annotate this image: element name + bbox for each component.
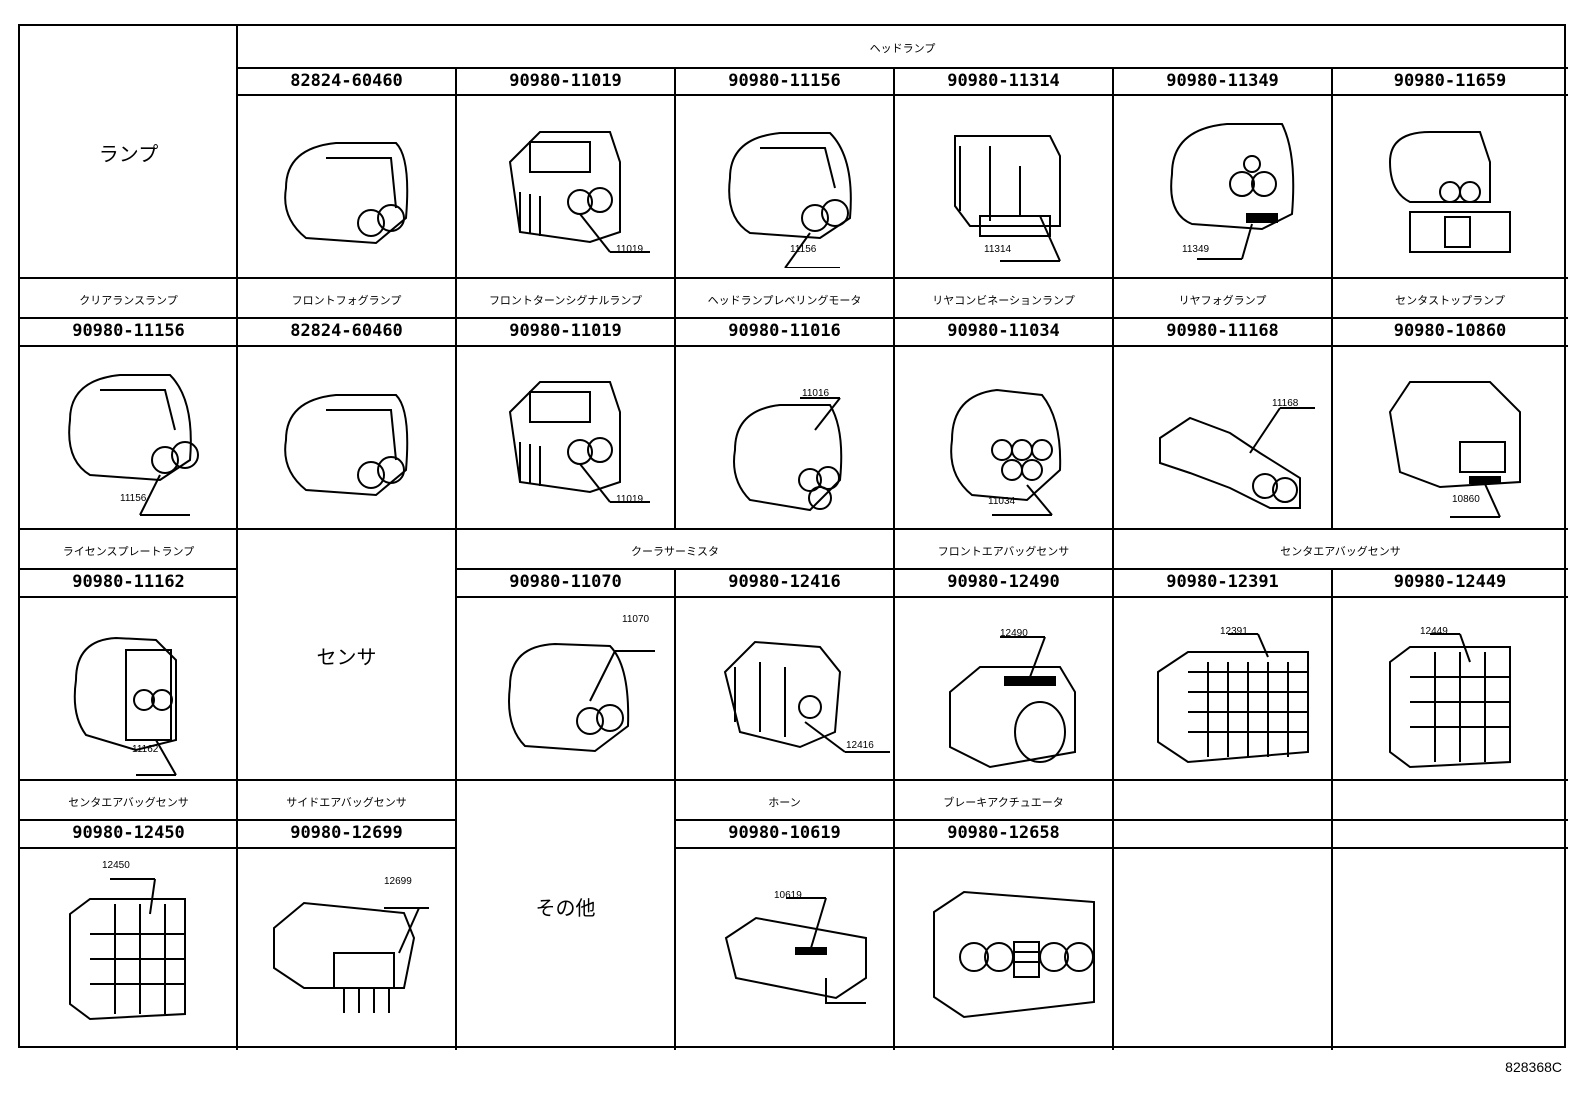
connector-illustration [724, 897, 867, 1004]
callout-label: 12450 [102, 860, 130, 871]
category-rear-combination-lamp: リヤコンビネーションランプ [932, 294, 1075, 307]
category-center-airbag-sensor-2: センタエアバッグセンサ [68, 796, 189, 809]
connector-illustration [933, 890, 1095, 1019]
part-number: 90980-12699 [290, 823, 403, 843]
callout-label: 11156 [790, 244, 817, 255]
category-cooler-thermistor: クーラサーミスタ [631, 545, 719, 558]
connector-illustration [69, 878, 186, 1021]
part-number: 90980-11168 [1166, 321, 1279, 341]
diagram-code: 828368C [1505, 1059, 1562, 1075]
row-label-other: その他 [535, 896, 596, 920]
connector-illustration [508, 642, 655, 753]
connector-illustration [284, 394, 409, 497]
connector-illustration [949, 636, 1076, 769]
category-front-fog-lamp: フロントフォグランプ [291, 294, 402, 307]
connector-chart: ランプ センサ その他 ヘッドランプ クリアランスランプ フロントフォグランプ … [18, 24, 1568, 1050]
part-number: 90980-11016 [728, 321, 841, 341]
connector-illustration [1170, 123, 1295, 260]
part-number: 90980-12490 [947, 572, 1060, 592]
category-leveling-motor: ヘッドランプレベリングモータ [707, 294, 862, 307]
callout-label: 11016 [802, 388, 830, 399]
part-number: 90980-11659 [1393, 71, 1507, 91]
callout-label: 11034 [988, 496, 1016, 507]
category-front-turn-signal: フロントターンシグナルランプ [488, 294, 643, 307]
part-number: 90980-11034 [947, 321, 1060, 341]
category-center-stop-lamp: センタストップランプ [1395, 294, 1505, 307]
category-brake-actuator: ブレーキアクチュエータ [943, 796, 1064, 809]
callout-label: 12416 [846, 740, 874, 751]
part-number: 90980-11349 [1166, 71, 1279, 91]
category-license-plate-lamp: ライセンスプレートランプ [62, 545, 195, 558]
table-grid [20, 26, 1568, 1050]
callout-label: 12449 [1420, 626, 1448, 637]
connector-illustration [1389, 633, 1511, 769]
callout-label: 11168 [1272, 398, 1299, 409]
part-number: 90980-12449 [1393, 572, 1507, 592]
connector-illustration [950, 388, 1062, 516]
callout-label: 12490 [1000, 628, 1028, 639]
callout-label: 10860 [1452, 494, 1480, 505]
callout-label: 11162 [132, 744, 159, 755]
connector-illustration [273, 901, 429, 1013]
callout-label: 11156 [120, 493, 147, 504]
part-number: 90980-11156 [72, 321, 185, 341]
row-label-lamp: ランプ [98, 142, 159, 166]
connector-illustration [68, 374, 199, 516]
part-number: 90980-10619 [728, 823, 841, 843]
connector-illustration [73, 636, 177, 776]
connector-illustration [733, 397, 843, 512]
part-number: 90980-11156 [728, 71, 841, 91]
connector-illustration [508, 381, 650, 503]
category-rear-fog-lamp: リヤフォグランプ [1178, 294, 1267, 307]
part-number: 90980-11019 [509, 71, 622, 91]
connector-illustration [954, 135, 1061, 262]
connector-illustration [728, 132, 852, 268]
category-center-airbag-sensor: センタエアバッグセンサ [1280, 545, 1401, 558]
connector-illustration [284, 142, 409, 245]
connector-illustration [723, 640, 890, 753]
category-headlamp: ヘッドランプ [869, 42, 936, 55]
callout-label: 11019 [616, 494, 644, 505]
callout-label: 11349 [1182, 244, 1210, 255]
part-number: 82824-60460 [290, 321, 403, 341]
part-number: 90980-11070 [509, 572, 622, 592]
callout-label: 12391 [1220, 626, 1248, 637]
part-number: 82824-60460 [290, 71, 403, 91]
part-number: 90980-11314 [947, 71, 1060, 91]
part-number: 90980-12658 [947, 823, 1060, 843]
part-number: 90980-12391 [1166, 572, 1279, 592]
part-number: 90980-12450 [72, 823, 185, 843]
connector-illustration [1159, 407, 1315, 509]
callout-label: 10619 [774, 890, 802, 901]
callout-label: 12699 [384, 876, 412, 887]
connector-illustration [1157, 633, 1309, 764]
callout-label: 11070 [622, 614, 650, 625]
callout-label: 11019 [616, 244, 644, 255]
connector-illustration [508, 131, 650, 253]
callout-label: 11314 [984, 244, 1012, 255]
category-clearance-lamp: クリアランスランプ [79, 294, 178, 307]
part-number: 90980-12416 [728, 572, 841, 592]
row-label-sensor: センサ [316, 645, 377, 669]
category-horn: ホーン [768, 796, 801, 809]
category-side-airbag-sensor: サイドエアバッグセンサ [286, 796, 407, 809]
connector-illustration [1388, 131, 1511, 253]
category-front-airbag-sensor: フロントエアバッグセンサ [937, 545, 1070, 558]
part-number: 90980-11162 [72, 572, 185, 592]
connector-illustration [1388, 381, 1521, 518]
part-number: 90980-11019 [509, 321, 622, 341]
part-number: 90980-10860 [1393, 321, 1507, 341]
